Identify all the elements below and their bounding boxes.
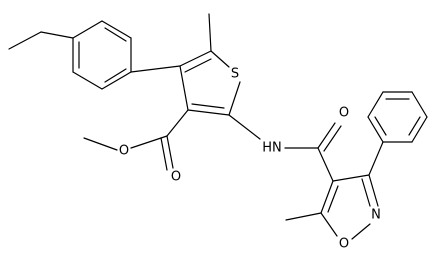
isoxazole-nitrogen-label: N — [371, 208, 381, 223]
bond — [130, 65, 181, 73]
bond — [411, 91, 428, 118]
bond — [166, 135, 174, 169]
bond — [72, 71, 103, 90]
bond — [160, 137, 168, 171]
bond — [317, 147, 334, 182]
bond — [228, 114, 261, 140]
bond — [83, 137, 118, 151]
bond — [374, 116, 387, 136]
bond — [411, 116, 428, 143]
ester-carbonyl-oxygen-label: O — [171, 170, 181, 185]
bond — [285, 212, 322, 221]
methyl-ester-group — [83, 109, 189, 171]
bond — [317, 122, 336, 149]
bond — [166, 109, 189, 137]
bond — [228, 81, 241, 116]
bond — [101, 20, 132, 39]
bond — [367, 91, 384, 118]
thiophene-ring — [179, 13, 241, 116]
bond — [40, 31, 74, 39]
bond — [368, 141, 384, 176]
bond — [187, 109, 230, 116]
amide-oxygen-label: O — [339, 106, 349, 121]
bond — [361, 178, 371, 207]
bond — [351, 223, 371, 240]
amide-linkage — [228, 114, 342, 182]
bond — [191, 103, 225, 109]
atom-labels: S HN O N O O O — [119, 67, 381, 252]
bond — [179, 65, 189, 111]
bond — [323, 125, 342, 152]
bond — [408, 116, 421, 136]
bond — [208, 13, 212, 52]
sulfur-atom-label: S — [231, 67, 239, 82]
bond — [8, 31, 42, 50]
bond — [332, 174, 370, 182]
bond — [368, 174, 379, 207]
bond — [104, 68, 127, 83]
bond — [320, 180, 334, 214]
bond — [104, 27, 127, 42]
phenyl-group — [367, 91, 428, 176]
bond — [184, 58, 212, 73]
bond — [210, 50, 230, 68]
bond — [367, 116, 384, 143]
nh-atom-label: HN — [262, 141, 282, 156]
ester-ether-oxygen-label: O — [119, 144, 129, 159]
bond — [320, 212, 338, 237]
isoxazole-ring — [285, 174, 379, 240]
ethylphenyl-group — [8, 20, 132, 90]
bond — [101, 71, 132, 90]
bond — [72, 20, 103, 39]
bond — [130, 135, 168, 149]
bond — [327, 185, 339, 213]
bond — [179, 50, 212, 67]
isoxazole-oxygen-label: O — [339, 237, 349, 252]
